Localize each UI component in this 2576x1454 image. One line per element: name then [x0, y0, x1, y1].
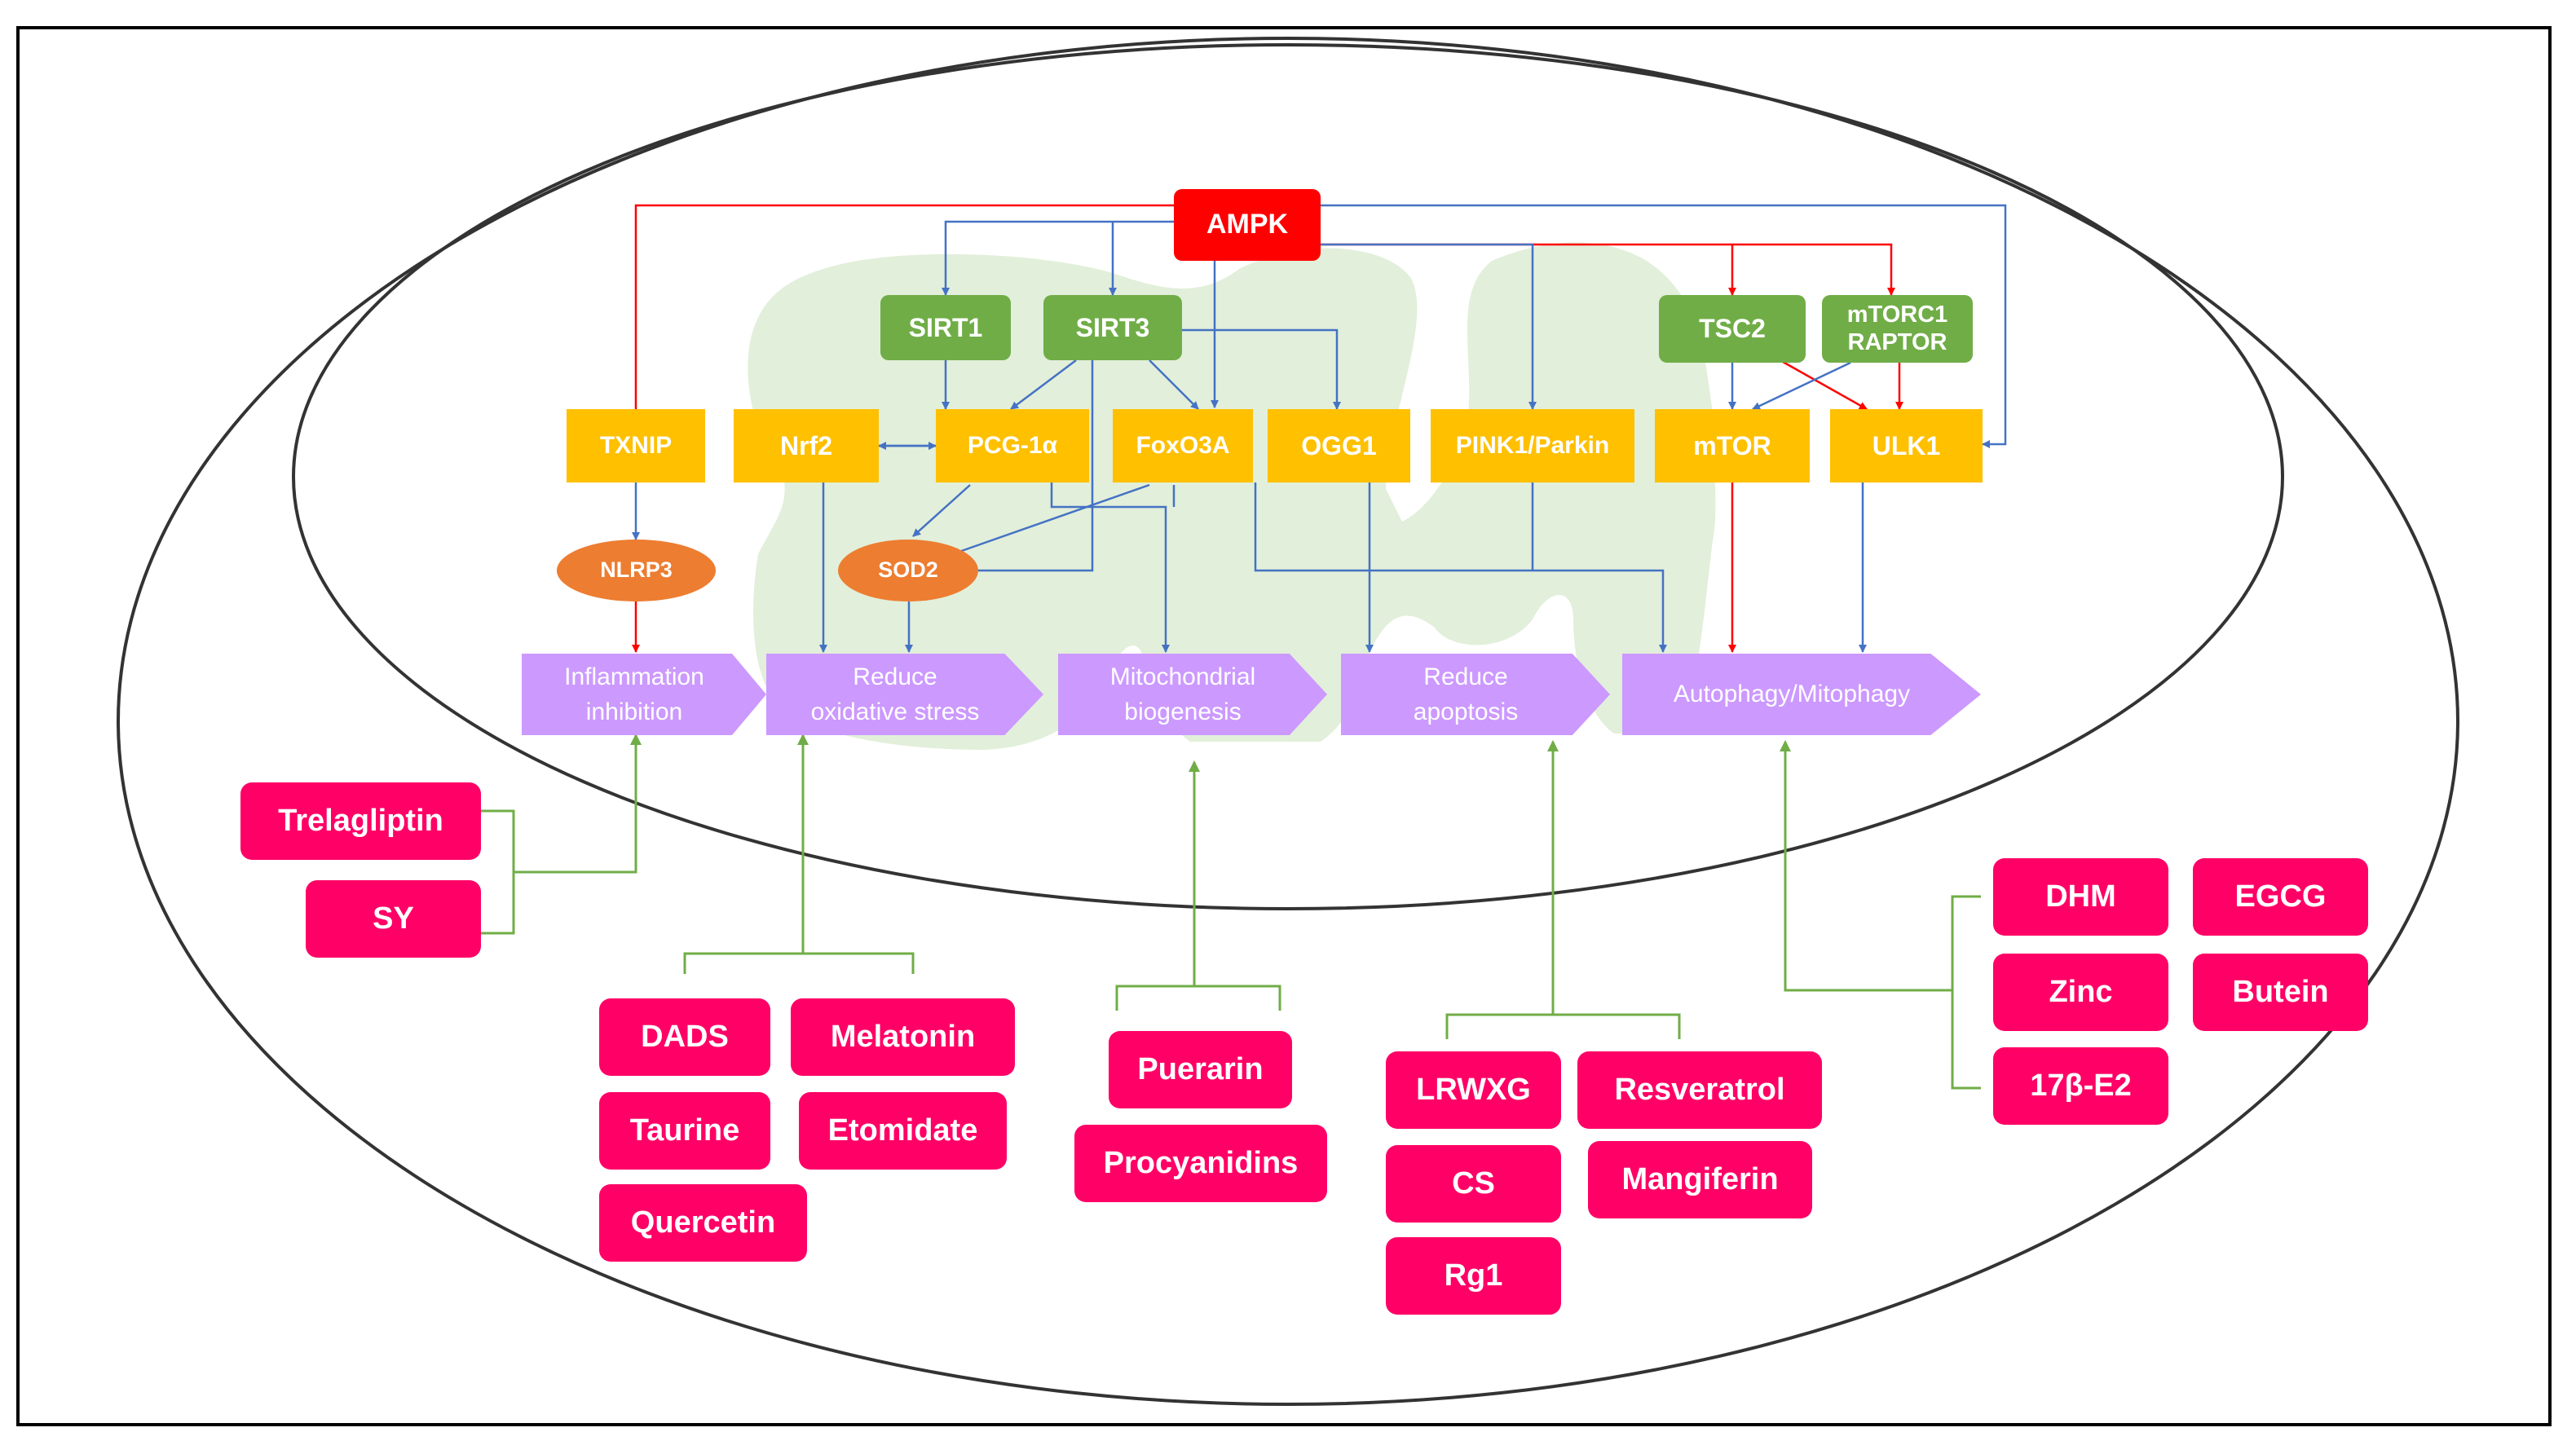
drug-mangiferin: Mangiferin	[1588, 1141, 1812, 1218]
outcome-reduce-apoptosis: Reduce apoptosis	[1341, 654, 1610, 735]
drug-connector-inflammation-arrow	[514, 734, 642, 874]
outer-cell-membrane	[117, 37, 2459, 1406]
edge-tsc2-ulk1	[1776, 357, 1868, 411]
edge-sirt3-foxo3a	[1149, 359, 1199, 410]
drug-sy: SY	[306, 880, 481, 958]
outcome-inflammation-inhibition: Inflammation inhibition	[522, 654, 766, 735]
drug-quercetin: Quercetin	[599, 1184, 807, 1262]
node-mtorc1-raptor: mTORC1 RAPTOR	[1822, 295, 1973, 363]
drug-rg1: Rg1	[1386, 1237, 1561, 1315]
edge-mtorc1-mtor	[1752, 361, 1851, 411]
node-pink1-parkin: PINK1/Parkin	[1431, 409, 1634, 482]
outcome-mitochondrial-biogenesis: Mitochondrial biogenesis	[1058, 654, 1327, 735]
drug-connector-autophagy-arrow	[1780, 740, 1952, 992]
edge-ampk-txnip	[632, 204, 1174, 418]
mitochondrion-shape	[748, 242, 1716, 750]
drug-lrwxg: LRWXG	[1386, 1051, 1561, 1129]
node-mtor: mTOR	[1655, 409, 1810, 482]
drug-trelagliptin: Trelagliptin	[240, 782, 481, 860]
edge-pgc1a-biogenesis	[1050, 482, 1170, 653]
edge-ampk-mtorc1	[1732, 243, 1895, 296]
drug-etomidate: Etomidate	[799, 1092, 1007, 1170]
edge-sirt3-pgc1a	[1010, 359, 1077, 410]
node-foxo3a: FoxO3A	[1113, 409, 1253, 482]
edge-sirt3-ogg1	[1166, 328, 1341, 410]
inner-cell-membrane	[292, 43, 2284, 910]
drug-melatonin: Melatonin	[791, 998, 1015, 1076]
drug-dads: DADS	[599, 998, 770, 1076]
drug-dhm: DHM	[1993, 858, 2168, 936]
drug-resveratrol: Resveratrol	[1577, 1051, 1822, 1129]
outcome-reduce-oxidative-stress: Reduce oxidative stress	[766, 654, 1043, 735]
drug-zinc: Zinc	[1993, 954, 2168, 1031]
drug-procyanidins: Procyanidins	[1074, 1125, 1327, 1202]
drug-butein: Butein	[2193, 954, 2368, 1031]
drug-17b-e2: 17β-E2	[1993, 1047, 2168, 1125]
drug-connector-oxidative	[683, 952, 915, 974]
node-ulk1: ULK1	[1830, 409, 1983, 482]
node-ogg1: OGG1	[1268, 409, 1410, 482]
drug-taurine: Taurine	[599, 1092, 770, 1170]
node-sirt3: SIRT3	[1043, 295, 1182, 360]
node-ampk: AMPK	[1174, 189, 1321, 261]
edge-foxo3a-sod2	[951, 483, 1150, 556]
node-sirt1: SIRT1	[880, 295, 1011, 360]
drug-puerarin: Puerarin	[1109, 1031, 1292, 1108]
outcome-autophagy-mitophagy: Autophagy/Mitophagy	[1622, 654, 1981, 735]
drug-connector-autophagy	[1951, 895, 1981, 1090]
edge-ogg1-autophagy	[1254, 482, 1667, 653]
node-nrf2: Nrf2	[734, 409, 879, 482]
node-txnip: TXNIP	[567, 409, 705, 482]
figure-frame	[16, 26, 2552, 1426]
node-sod2: SOD2	[838, 540, 978, 601]
edge-ampk-sirt1	[942, 220, 1174, 296]
edge-ampk-ulk1	[1321, 204, 2007, 448]
node-pgc1a: PCG-1α	[936, 409, 1089, 482]
edge-pgc1a-sod2	[912, 484, 971, 537]
node-tsc2: TSC2	[1659, 295, 1806, 363]
drug-egcg: EGCG	[2193, 858, 2368, 936]
drug-connector-inflammation	[481, 809, 515, 935]
node-nlrp3: NLRP3	[557, 540, 716, 601]
edge-sirt3-sod2	[951, 360, 1094, 575]
drug-cs: CS	[1386, 1145, 1561, 1223]
drug-connector-apoptosis	[1445, 1013, 1681, 1039]
drug-connector-biogenesis	[1115, 985, 1281, 1011]
